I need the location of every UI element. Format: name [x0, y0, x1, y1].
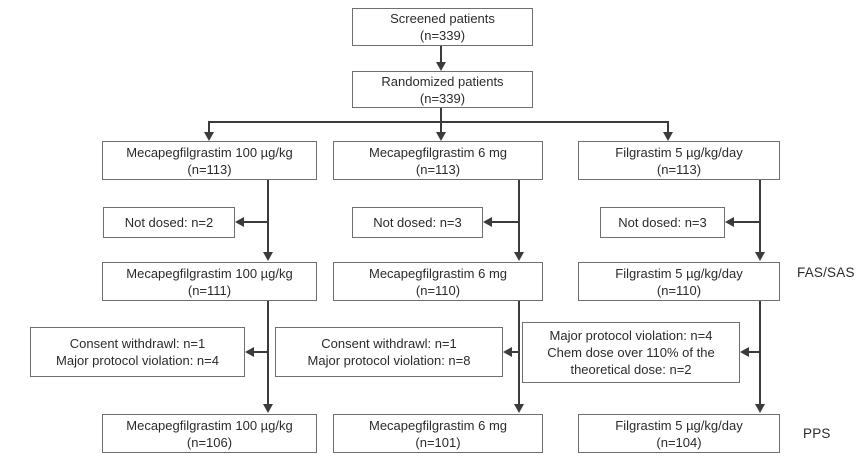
connector-fas1-pps1-line [267, 301, 269, 405]
arm-box-filgrastim: Filgrastim 5 µg/kg/day (n=113) [578, 141, 780, 180]
not-dosed-box-arm2: Not dosed: n=3 [352, 207, 483, 238]
box-line: Filgrastim 5 µg/kg/day [615, 144, 743, 160]
connector-screened-randomized-line [440, 46, 442, 63]
pps-box-mecapegfilgrastim-6mg: Mecapegfilgrastim 6 mg (n=101) [333, 414, 543, 453]
not-dosed-box-arm1: Not dosed: n=2 [103, 207, 235, 238]
connector-arm2-fas2-line [518, 180, 520, 253]
connector-randomized-stub-line [440, 108, 442, 123]
connector-exclusions2-line [512, 351, 519, 353]
box-line: (n=106) [186, 434, 233, 450]
arrowhead-down-icon [204, 132, 214, 141]
box-line: (n=111) [187, 282, 232, 298]
arrowhead-down-icon [263, 252, 273, 261]
connector-notdosed3-line [734, 221, 760, 223]
arrowhead-down-icon [263, 404, 273, 413]
arrowhead-left-icon [245, 347, 254, 357]
arrowhead-down-icon [663, 132, 673, 141]
box-line: (n=113) [415, 161, 461, 177]
connector-notdosed2-line [492, 221, 519, 223]
box-line: Filgrastim 5 µg/kg/day [615, 417, 743, 433]
arrowhead-down-icon [436, 62, 446, 71]
fas-box-mecapegfilgrastim-100: Mecapegfilgrastim 100 µg/kg (n=111) [102, 262, 317, 301]
fas-box-filgrastim: Filgrastim 5 µg/kg/day (n=110) [578, 262, 780, 301]
not-dosed-box-arm3: Not dosed: n=3 [600, 207, 725, 238]
box-line: (n=110) [415, 282, 461, 298]
exclusions-box-arm2: Consent withdrawl: n=1 Major protocol vi… [275, 327, 503, 377]
arm-box-mecapegfilgrastim-100: Mecapegfilgrastim 100 µg/kg (n=113) [102, 141, 317, 180]
arrowhead-down-icon [755, 252, 765, 261]
box-line: Not dosed: n=3 [618, 215, 707, 230]
connector-arm1-fas1-line [267, 180, 269, 253]
box-line: Chem dose over 110% of the [547, 345, 715, 360]
box-line: Not dosed: n=2 [124, 215, 214, 230]
box-line: (n=339) [419, 90, 466, 106]
arm-box-mecapegfilgrastim-6mg: Mecapegfilgrastim 6 mg (n=113) [333, 141, 543, 180]
connector-exclusions1-line [254, 351, 268, 353]
box-line: Major protocol violation: n=8 [307, 353, 471, 368]
box-line: Mecapegfilgrastim 100 µg/kg [126, 417, 293, 433]
connector-branch-horizontal-line [208, 121, 669, 123]
connector-notdosed1-line [244, 221, 268, 223]
screened-patients-box: Screened patients (n=339) [352, 8, 533, 46]
exclusions-box-arm1: Consent withdrawl: n=1 Major protocol vi… [30, 327, 245, 377]
box-line: (n=110) [656, 282, 702, 298]
box-line: (n=113) [187, 161, 232, 177]
box-line: (n=101) [415, 434, 461, 450]
box-line: (n=113) [656, 161, 702, 177]
connector-fas3-pps3-line [759, 301, 761, 405]
arrowhead-left-icon [483, 217, 492, 227]
box-line: Mecapegfilgrastim 6 mg [369, 265, 507, 281]
randomized-patients-box: Randomized patients (n=339) [352, 71, 533, 108]
fas-sas-label: FAS/SAS [797, 265, 855, 280]
box-line: (n=339) [419, 28, 466, 43]
box-line: Mecapegfilgrastim 6 mg [369, 144, 507, 160]
connector-branch-arm1-line [208, 121, 210, 133]
box-line: Mecapegfilgrastim 100 µg/kg [126, 144, 293, 160]
arrowhead-left-icon [740, 347, 749, 357]
arrowhead-left-icon [503, 347, 512, 357]
arrowhead-down-icon [514, 404, 524, 413]
box-line: Randomized patients [381, 73, 504, 89]
pps-label: PPS [803, 426, 831, 441]
arrowhead-down-icon [755, 404, 765, 413]
arrowhead-down-icon [514, 252, 524, 261]
arrowhead-left-icon [725, 217, 734, 227]
pps-box-filgrastim: Filgrastim 5 µg/kg/day (n=104) [578, 414, 780, 453]
box-line: theoretical dose: n=2 [570, 362, 692, 377]
connector-branch-arm3-line [667, 121, 669, 133]
arrowhead-left-icon [235, 217, 244, 227]
box-line: Major protocol violation: n=4 [549, 328, 713, 343]
box-line: Mecapegfilgrastim 100 µg/kg [126, 265, 293, 281]
connector-exclusions3-line [749, 351, 760, 353]
box-line: Major protocol violation: n=4 [56, 353, 219, 368]
connector-branch-arm2-line [440, 121, 442, 133]
box-line: Mecapegfilgrastim 6 mg [369, 417, 507, 433]
pps-box-mecapegfilgrastim-100: Mecapegfilgrastim 100 µg/kg (n=106) [102, 414, 317, 453]
box-line: Not dosed: n=3 [373, 215, 462, 230]
box-line: Consent withdrawl: n=1 [321, 336, 457, 351]
exclusions-box-arm3: Major protocol violation: n=4 Chem dose … [522, 322, 740, 383]
box-line: Consent withdrawl: n=1 [69, 336, 206, 351]
fas-box-mecapegfilgrastim-6mg: Mecapegfilgrastim 6 mg (n=110) [333, 262, 543, 301]
box-line: Filgrastim 5 µg/kg/day [615, 265, 743, 281]
box-line: Screened patients [390, 11, 495, 26]
arrowhead-down-icon [436, 132, 446, 141]
box-line: (n=104) [656, 434, 702, 450]
connector-fas2-pps2-line [518, 301, 520, 405]
connector-arm3-fas3-line [759, 180, 761, 253]
